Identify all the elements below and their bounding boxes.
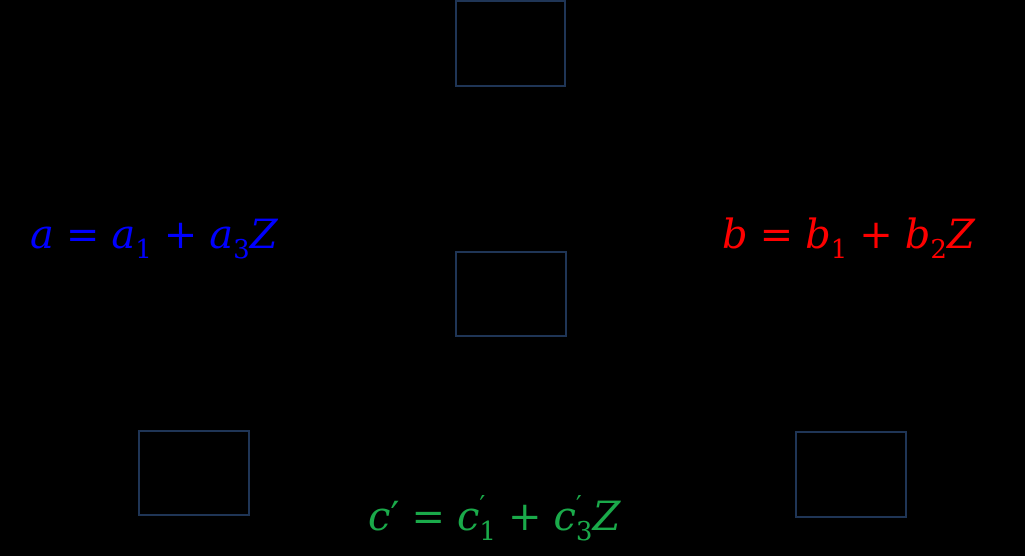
eq-c-term2-prime: ′ bbox=[575, 491, 582, 521]
box-bottom-right bbox=[795, 431, 907, 518]
eq-b-term1-sub: 1 bbox=[830, 235, 848, 265]
eq-c-term2: c bbox=[553, 494, 576, 540]
eq-b-z: Z bbox=[946, 212, 975, 258]
equation-b: b=b1+b2Z bbox=[722, 212, 975, 263]
eq-a-plus: + bbox=[163, 212, 198, 258]
eq-c-plus: + bbox=[507, 494, 542, 540]
eq-b-equals: = bbox=[759, 212, 794, 258]
eq-c-lhs: c bbox=[368, 494, 391, 540]
eq-a-term2-sub: 3 bbox=[233, 235, 250, 265]
eq-b-term2-sub: 2 bbox=[930, 235, 947, 265]
eq-c-lhs-prime: ′ bbox=[390, 494, 400, 540]
eq-b-term2: b bbox=[904, 212, 931, 258]
eq-a-term1: a bbox=[111, 212, 136, 258]
eq-a-term1-sub: 1 bbox=[135, 235, 152, 265]
box-top bbox=[455, 0, 566, 87]
eq-c-equals: = bbox=[411, 494, 446, 540]
eq-c-term2-sub: 3 bbox=[575, 517, 593, 547]
equation-a: a=a1+a3Z bbox=[30, 212, 278, 263]
eq-b-plus: + bbox=[859, 212, 893, 258]
box-bottom-left bbox=[138, 430, 250, 516]
eq-a-lhs: a bbox=[30, 212, 54, 258]
box-middle bbox=[455, 251, 567, 337]
eq-b-lhs: b bbox=[722, 212, 748, 258]
eq-c-term1-sub: 1 bbox=[479, 517, 496, 547]
eq-c-term1: c bbox=[457, 494, 480, 540]
eq-a-equals: = bbox=[65, 212, 100, 258]
eq-a-term2: a bbox=[209, 212, 234, 258]
eq-a-z: Z bbox=[249, 212, 278, 258]
equation-c-prime: c′=c′1+c′3Z bbox=[368, 493, 621, 545]
eq-b-term1: b bbox=[805, 212, 831, 258]
eq-c-term1-prime: ′ bbox=[479, 491, 486, 521]
eq-c-z: Z bbox=[592, 494, 621, 540]
